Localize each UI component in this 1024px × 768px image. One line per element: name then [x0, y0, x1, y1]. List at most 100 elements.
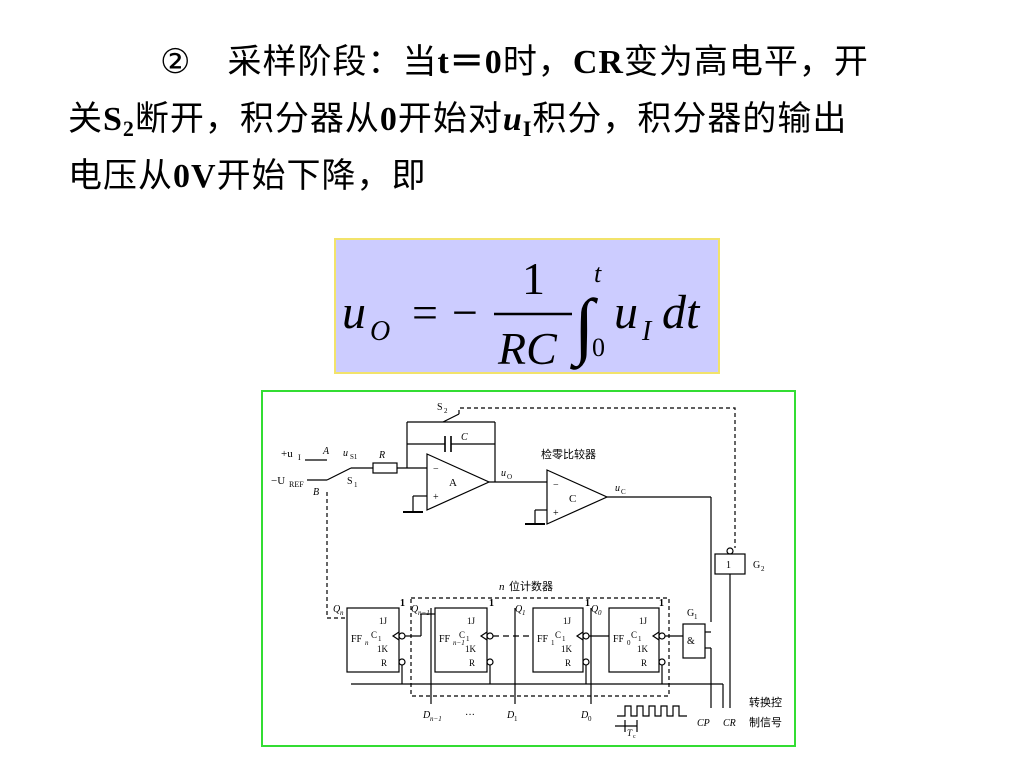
cr-label: CR [723, 718, 736, 729]
svg-text:1: 1 [638, 635, 642, 643]
input-minus-label: −U [271, 475, 285, 487]
circled-number: ② [160, 42, 192, 82]
ff-n: Q n 1J C 1 1K R FF n 1 [333, 598, 406, 673]
svg-text:2: 2 [444, 407, 448, 415]
svg-text:1J: 1J [639, 616, 648, 626]
switch-s1-label: S [347, 476, 353, 487]
s1-control-line [326, 492, 347, 619]
svg-text:&: & [687, 636, 695, 647]
circuit-figure: +u I A −U REF B u S1 S 1 R S 2 C − + [261, 390, 796, 747]
svg-text:n: n [340, 609, 344, 617]
svg-text:FF: FF [351, 634, 363, 645]
svg-text:R: R [469, 658, 475, 668]
gate-g1-label: G [687, 608, 694, 619]
svg-text:1: 1 [400, 598, 405, 609]
resistor [372, 462, 398, 474]
node-a-label: A [322, 446, 330, 457]
svg-text:FF: FF [537, 634, 549, 645]
svg-text:n: n [499, 581, 505, 593]
capacitor-label: C [461, 432, 468, 443]
svg-text:Q: Q [411, 604, 419, 615]
integrator-label: A [449, 477, 457, 489]
formula-differential: dt [662, 286, 701, 339]
svg-text:0: 0 [627, 639, 631, 647]
formula-minus: − [452, 287, 478, 338]
ff-1: Q 1 1J C 1 1K R FF 1 1 [515, 598, 590, 673]
svg-text:1: 1 [522, 609, 526, 617]
svg-text:1K: 1K [561, 644, 573, 654]
svg-text:0: 0 [598, 609, 602, 617]
paragraph-line-2: 关S2断开，积分器从0开始对uI积分，积分器的输出 [68, 99, 848, 141]
svg-text:Q: Q [515, 604, 523, 615]
svg-text:R: R [565, 658, 571, 668]
formula-equals: = [412, 287, 438, 338]
svg-text:2: 2 [761, 565, 765, 573]
integral-upper: t [594, 259, 602, 288]
ff-0: Q 0 1J C 1 1K R FF 0 1 [591, 598, 666, 673]
svg-text:REF: REF [289, 480, 304, 489]
svg-text:1: 1 [378, 635, 382, 643]
svg-text:D: D [422, 710, 431, 721]
paragraph-line-3: 电压从0V开始下降，即 [68, 156, 427, 196]
ff-n-1: Q n−1 1J C 1 1K R FF n−1 1 [411, 598, 494, 673]
integrator-opamp [426, 453, 491, 511]
formula-svg: u O = − 1 RC ∫ t 0 u I dt [342, 253, 701, 374]
resistor-label: R [378, 450, 385, 461]
svg-text:1: 1 [354, 481, 358, 489]
svg-text:1: 1 [726, 560, 731, 571]
svg-text:C: C [371, 630, 377, 640]
svg-text:c: c [633, 734, 636, 740]
svg-text:n−1: n−1 [453, 639, 465, 647]
control-signal-line1: 转换控 [749, 695, 782, 709]
svg-text:O: O [507, 473, 512, 481]
svg-text:Q: Q [333, 604, 341, 615]
svg-text:1: 1 [585, 598, 590, 609]
integral-sign: ∫ [570, 285, 599, 370]
svg-text:C: C [621, 488, 626, 496]
svg-text:1: 1 [466, 635, 470, 643]
zero-comparator-title: 检零比较器 [541, 447, 596, 461]
formula-lhs-var: u [342, 286, 366, 339]
uc-label: u [615, 483, 620, 494]
svg-text:−: − [433, 464, 439, 475]
switch-s1-blade [326, 467, 352, 481]
svg-text:···: ··· [465, 710, 475, 721]
svg-text:n−1: n−1 [418, 609, 430, 617]
clock-waveform [617, 705, 687, 717]
svg-text:S1: S1 [350, 453, 358, 461]
formula-integrand-var: u [614, 286, 638, 339]
switch-s2-label: S [437, 402, 443, 413]
zero-comparator [546, 469, 609, 525]
integral-lower: 0 [592, 333, 605, 362]
node-b-label: B [313, 487, 319, 498]
svg-text:+: + [553, 508, 559, 519]
svg-text:n: n [365, 639, 369, 647]
svg-text:I: I [298, 453, 301, 462]
svg-text:D: D [580, 710, 589, 721]
svg-text:1K: 1K [377, 644, 389, 654]
control-signal-line2: 制信号 [749, 716, 782, 729]
svg-text:−: − [553, 480, 559, 491]
svg-text:R: R [641, 658, 647, 668]
formula-lhs-sub: O [370, 316, 390, 347]
svg-text:C: C [631, 630, 637, 640]
gate-g2-label: G [753, 560, 760, 571]
svg-text:1J: 1J [563, 616, 572, 626]
svg-text:n−1: n−1 [430, 715, 442, 723]
counter-title: 位计数器 [509, 579, 553, 593]
svg-text:0: 0 [588, 715, 592, 723]
s2-control-line [458, 407, 736, 548]
svg-text:1J: 1J [379, 616, 388, 626]
cp-label: CP [697, 718, 710, 729]
comparator-label: C [569, 493, 576, 505]
svg-text:1: 1 [562, 635, 566, 643]
formula-integrand-sub: I [641, 316, 653, 347]
svg-text:1K: 1K [637, 644, 649, 654]
tc-label: T [627, 728, 633, 738]
svg-text:1: 1 [659, 598, 664, 609]
counter-box [410, 597, 670, 697]
formula-numerator: 1 [522, 253, 545, 304]
uo-label: u [501, 468, 506, 479]
